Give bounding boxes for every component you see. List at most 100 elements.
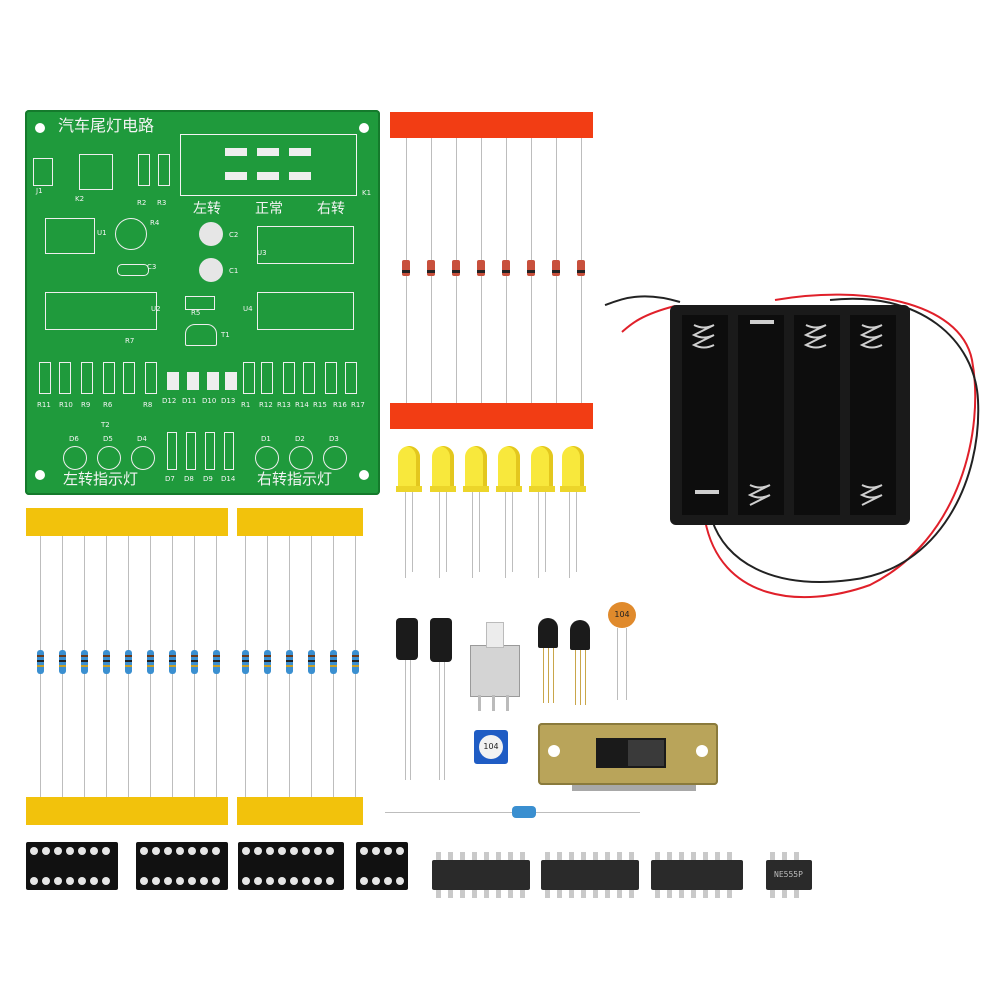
ic-pin xyxy=(569,852,574,860)
led-lead xyxy=(545,492,546,572)
pcb-led-footprint xyxy=(97,446,121,470)
ic-u4-outline xyxy=(257,292,354,330)
led-lead xyxy=(512,492,513,572)
socket-pin-hole xyxy=(78,847,86,855)
ref-d6: D6 xyxy=(69,435,79,443)
ic-pin xyxy=(691,890,696,898)
ic-pin xyxy=(629,852,634,860)
ic-pin xyxy=(436,852,441,860)
ref-d1: D1 xyxy=(261,435,271,443)
pcb-led-footprint xyxy=(255,446,279,470)
ref-d7: D7 xyxy=(165,475,175,483)
socket-pin-hole xyxy=(212,877,220,885)
transistor-lead xyxy=(548,648,549,703)
resistor xyxy=(213,650,220,674)
ref-resistor-label: R14 xyxy=(295,401,309,409)
ic-pin xyxy=(581,890,586,898)
resistor xyxy=(308,650,315,674)
socket-pin-hole xyxy=(314,847,322,855)
socket-pin-hole xyxy=(266,877,274,885)
ref-resistor-label: R1 xyxy=(241,401,251,409)
switch-label-normal: 正常 xyxy=(255,201,283,217)
ic-pin xyxy=(484,852,489,860)
electrolytic-capacitor xyxy=(396,618,418,660)
ceramic-capacitor: 104 xyxy=(608,602,636,628)
ic-u3-outline xyxy=(257,226,354,264)
yellow-led xyxy=(531,446,553,488)
socket-pin-hole xyxy=(102,847,110,855)
ic-pin xyxy=(496,890,501,898)
ref-u4: U4 xyxy=(243,305,253,313)
pcb-diode-footprint xyxy=(225,372,237,390)
capacitor-c1-outline xyxy=(199,258,223,282)
socket-pin-hole xyxy=(242,847,250,855)
ic-pin xyxy=(605,852,610,860)
switch-pad xyxy=(257,172,279,180)
led-lead xyxy=(569,492,570,578)
ic-chip xyxy=(541,860,639,890)
socket-pin-hole xyxy=(278,847,286,855)
ref-k2: K2 xyxy=(75,195,85,203)
socket-pin-hole xyxy=(42,877,50,885)
ref-d9: D9 xyxy=(203,475,213,483)
yellow-led xyxy=(498,446,520,488)
ceramic-lead xyxy=(626,628,627,700)
socket-pin-hole xyxy=(200,877,208,885)
mounting-hole xyxy=(35,123,45,133)
ic-pin xyxy=(667,890,672,898)
ic-u1-outline xyxy=(45,218,95,254)
right-indicator-label: 右转指示灯 xyxy=(257,470,333,488)
led-lead xyxy=(405,492,406,578)
ref-k1: K1 xyxy=(362,189,372,197)
ic-pin xyxy=(667,852,672,860)
resistor-outline xyxy=(158,154,170,186)
socket-pin-hole xyxy=(42,847,50,855)
resistor xyxy=(103,650,110,674)
ic-pin xyxy=(460,852,465,860)
ic-pin xyxy=(655,890,660,898)
ic-pin xyxy=(581,852,586,860)
diode xyxy=(502,260,510,276)
ref-resistor-label: R12 xyxy=(259,401,273,409)
ref-d14: D14 xyxy=(221,475,236,483)
switch-pad xyxy=(289,172,311,180)
ref-d8: D8 xyxy=(184,475,194,483)
socket-pin-hole xyxy=(140,847,148,855)
ic-socket xyxy=(136,842,228,890)
pcb-resistor-footprint xyxy=(103,362,115,394)
pcb-diode-footprint xyxy=(186,432,196,470)
ic-u2-outline xyxy=(45,292,157,330)
ic-pin xyxy=(655,852,660,860)
loose-resistor xyxy=(512,806,536,818)
ref-resistor-label: R17 xyxy=(351,401,365,409)
ic-pin xyxy=(727,852,732,860)
socket-pin-hole xyxy=(152,877,160,885)
electrolytic-capacitor xyxy=(430,618,452,662)
socket-pin-hole xyxy=(314,877,322,885)
yellow-tape-top-left xyxy=(26,508,228,536)
ic-pin xyxy=(520,852,525,860)
socket-pin-hole xyxy=(326,847,334,855)
socket-pin-hole xyxy=(302,847,310,855)
slide-switch-hole xyxy=(548,745,560,757)
socket-pin-hole xyxy=(302,877,310,885)
ref-t2: T2 xyxy=(101,421,110,429)
ic-pin xyxy=(448,852,453,860)
mounting-hole xyxy=(359,470,369,480)
resistor-r5-outline xyxy=(185,296,215,310)
ic-pin xyxy=(448,890,453,898)
ic-chip xyxy=(432,860,530,890)
ref-d3: D3 xyxy=(329,435,339,443)
transistor xyxy=(570,620,590,650)
socket-pin-hole xyxy=(164,847,172,855)
socket-pin-hole xyxy=(384,877,392,885)
yellow-led-rim xyxy=(396,486,422,492)
led-lead xyxy=(538,492,539,578)
slide-switch-knob[interactable] xyxy=(628,740,664,766)
diode xyxy=(452,260,460,276)
yellow-led-rim xyxy=(430,486,456,492)
socket-pin-hole xyxy=(278,877,286,885)
pcb-resistor-footprint xyxy=(283,362,295,394)
pcb-diode-footprint xyxy=(207,372,219,390)
ic-pin xyxy=(593,852,598,860)
